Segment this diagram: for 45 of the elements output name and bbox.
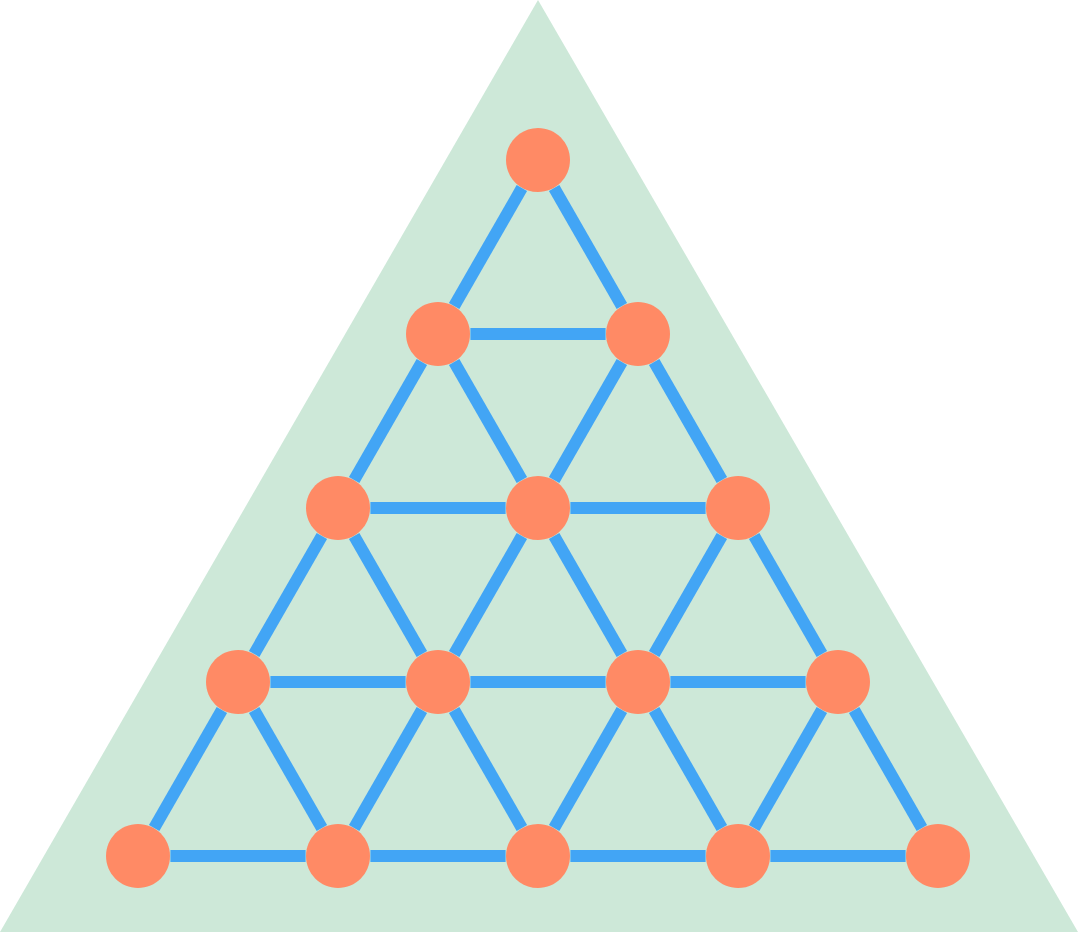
edge-line xyxy=(548,359,628,483)
edge-line xyxy=(748,533,828,657)
edge-line xyxy=(270,676,406,688)
vertex-circle xyxy=(706,476,770,540)
edge-line xyxy=(448,707,528,831)
vertex-circle xyxy=(306,476,370,540)
vertex-circle xyxy=(406,302,470,366)
vertex-circle xyxy=(506,476,570,540)
edge-line xyxy=(248,707,328,831)
vertex-circle xyxy=(306,824,370,888)
edge-line xyxy=(848,707,928,831)
edge-line xyxy=(370,502,506,514)
edge-line xyxy=(570,502,706,514)
edge-line xyxy=(670,676,806,688)
edge-line xyxy=(470,328,606,340)
vertex-circle xyxy=(606,302,670,366)
edge-line xyxy=(370,850,506,862)
vertex-circle xyxy=(406,650,470,714)
edge-line xyxy=(648,707,728,831)
edge-line xyxy=(448,359,528,483)
edge-line xyxy=(448,185,528,309)
vertex-circle xyxy=(706,824,770,888)
edge-line xyxy=(470,676,606,688)
edge-line xyxy=(548,185,628,309)
edge-line xyxy=(570,850,706,862)
edge-line xyxy=(448,533,528,657)
vertex-circle xyxy=(206,650,270,714)
edge-line xyxy=(548,707,628,831)
edge-line xyxy=(248,533,328,657)
edge-line xyxy=(348,359,428,483)
vertex-circle xyxy=(806,650,870,714)
edge-line xyxy=(348,707,428,831)
edge-line xyxy=(748,707,828,831)
edge-line xyxy=(170,850,306,862)
edge-line xyxy=(348,533,428,657)
edge-line xyxy=(148,707,228,831)
vertex-circle xyxy=(106,824,170,888)
edge-line xyxy=(770,850,906,862)
vertex-circle xyxy=(606,650,670,714)
edge-line xyxy=(648,359,728,483)
vertex-circle xyxy=(506,128,570,192)
edge-line xyxy=(648,533,728,657)
vertex-circle xyxy=(506,824,570,888)
edge-line xyxy=(548,533,628,657)
vertex-circle xyxy=(906,824,970,888)
